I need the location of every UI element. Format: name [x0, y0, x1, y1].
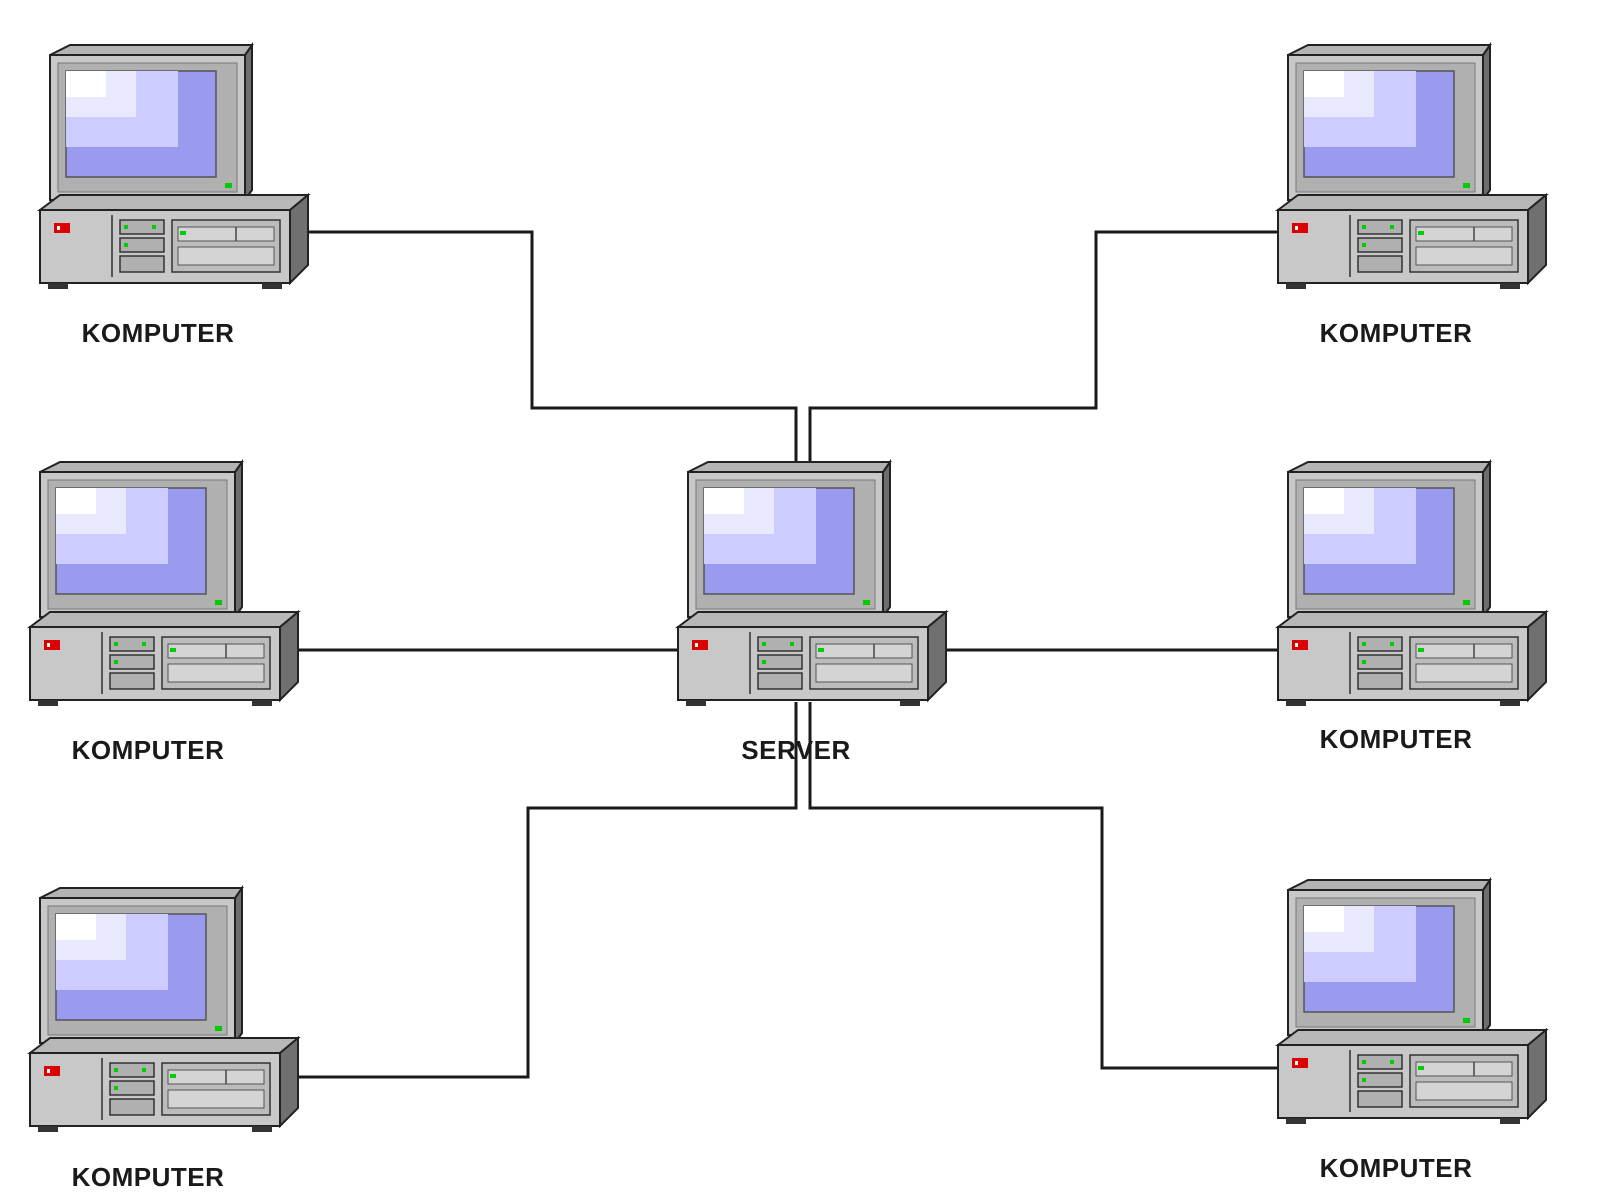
- node-label-pc-top-left: KOMPUTER: [81, 318, 235, 348]
- computer-icon: [39, 44, 309, 290]
- network-cables: [295, 230, 1278, 1079]
- cable-top-right: [808, 230, 1278, 478]
- node-label-pc-mid-right: KOMPUTER: [1319, 724, 1473, 754]
- node-label-pc-bottom-left: KOMPUTER: [71, 1162, 225, 1192]
- computer-icon: [29, 887, 299, 1133]
- computer-icon: [1277, 44, 1547, 290]
- node-label-pc-bottom-right: KOMPUTER: [1319, 1153, 1473, 1183]
- computer-icon: [1277, 461, 1547, 707]
- node-label-server: SERVER: [741, 735, 851, 765]
- cable-bottom-left: [295, 702, 798, 1079]
- server-icon: [677, 461, 947, 707]
- computer-icon: [29, 461, 299, 707]
- node-label-pc-mid-left: KOMPUTER: [71, 735, 225, 765]
- node-label-pc-top-right: KOMPUTER: [1319, 318, 1473, 348]
- cable-bottom-right: [808, 702, 1278, 1070]
- cable-top-left: [300, 230, 798, 478]
- computer-icon: [1277, 879, 1547, 1125]
